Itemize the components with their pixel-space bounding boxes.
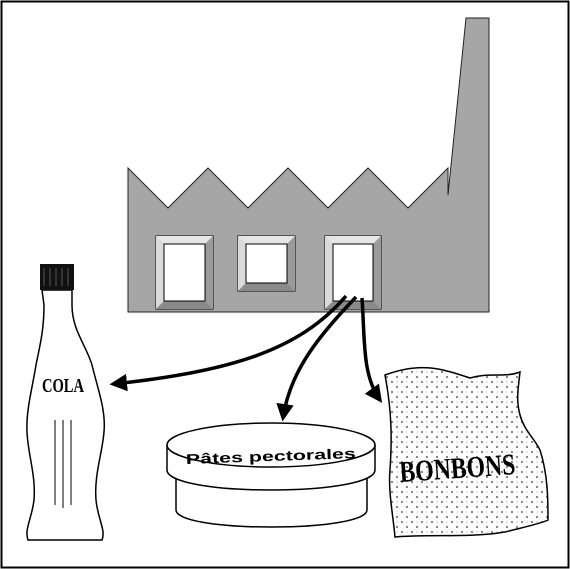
cola-label: COLA [42, 375, 84, 397]
factory-window [156, 236, 213, 309]
bottle-cap [40, 264, 74, 290]
factory-window [238, 236, 295, 291]
tin-icon: Pâtes pectorales [167, 423, 375, 527]
